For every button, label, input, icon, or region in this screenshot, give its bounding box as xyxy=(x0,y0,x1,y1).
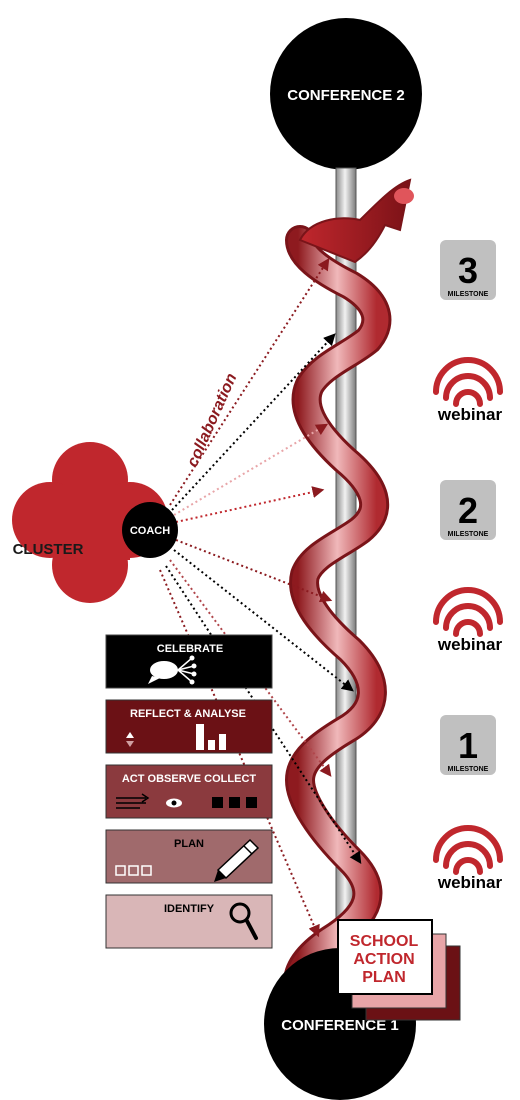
bar-chart-icon xyxy=(196,724,226,750)
celebrate-label: CELEBRATE xyxy=(157,643,223,655)
cluster-node: CLUSTER COACH xyxy=(12,442,178,603)
milestone-1: 1 MILESTONE xyxy=(440,715,496,775)
action-plan-line-2: ACTION xyxy=(353,951,414,968)
eye-icon xyxy=(166,798,182,808)
action-plan-line-3: PLAN xyxy=(362,969,406,986)
act-label: ACT OBSERVE COLLECT xyxy=(122,773,257,785)
milestone-2-number: 2 xyxy=(458,490,478,531)
action-plan-line-1: SCHOOL xyxy=(350,933,419,950)
pencil-icon xyxy=(214,838,260,882)
coach-label: COACH xyxy=(130,525,170,537)
speech-bubble-icon xyxy=(148,655,197,685)
spiral-ribbon xyxy=(283,178,414,1020)
conference-1-label: CONFERENCE 1 xyxy=(281,1017,399,1034)
milestone-2: 2 MILESTONE xyxy=(440,480,496,540)
reflect-label: REFLECT & ANALYSE xyxy=(130,708,246,720)
updown-arrows-icon xyxy=(126,732,134,747)
milestone-3: 3 MILESTONE xyxy=(440,240,496,300)
webinar-label: webinar xyxy=(437,873,503,892)
webinar-label: webinar xyxy=(437,405,503,424)
webinar-2: webinar xyxy=(433,587,503,654)
step-reflect-analyse: REFLECT & ANALYSE xyxy=(105,699,273,754)
step-plan: PLAN xyxy=(105,829,273,884)
school-action-plan: SCHOOL ACTION PLAN xyxy=(337,919,461,1021)
step-celebrate: CELEBRATE xyxy=(105,634,273,689)
wifi-icon xyxy=(433,587,503,637)
milestone-2-label: MILESTONE xyxy=(448,531,489,538)
webinar-3: webinar xyxy=(433,357,503,424)
identify-label: IDENTIFY xyxy=(164,903,215,915)
wifi-icon xyxy=(433,825,503,875)
plan-label: PLAN xyxy=(174,838,204,850)
webinar-1: webinar xyxy=(433,825,503,892)
squares-icon xyxy=(212,797,257,808)
ribbon-arrowhead xyxy=(298,178,412,264)
step-act-observe-collect: ACT OBSERVE COLLECT xyxy=(105,764,273,819)
milestone-1-label: MILESTONE xyxy=(448,766,489,773)
milestone-3-label: MILESTONE xyxy=(448,291,489,298)
milestone-3-number: 3 xyxy=(458,250,478,291)
conference-2-label: CONFERENCE 2 xyxy=(287,87,405,104)
squares-icon xyxy=(115,865,152,876)
magnifier-icon xyxy=(229,902,258,940)
wifi-icon xyxy=(433,357,503,407)
webinar-label: webinar xyxy=(437,635,503,654)
cluster-label: CLUSTER xyxy=(13,541,84,558)
step-identify: IDENTIFY xyxy=(105,894,273,949)
arrows-icon xyxy=(116,793,150,809)
conference-2-node: CONFERENCE 2 xyxy=(270,18,422,170)
milestone-1-number: 1 xyxy=(458,725,478,766)
collaboration-label: collaboration xyxy=(184,371,240,470)
